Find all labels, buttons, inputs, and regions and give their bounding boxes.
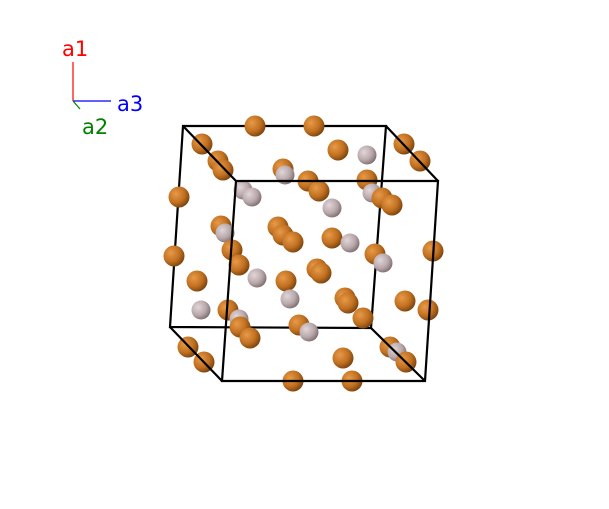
primary-atom[interactable]	[186, 270, 208, 292]
secondary-atom[interactable]	[247, 268, 267, 288]
unit-cell-front-edges	[169, 125, 440, 383]
primary-atom[interactable]	[163, 245, 185, 267]
a2-axis-line	[72, 100, 81, 110]
secondary-atom[interactable]	[280, 289, 300, 309]
primary-atom[interactable]	[244, 115, 266, 137]
secondary-atom[interactable]	[340, 233, 360, 253]
a1-label: a1	[62, 37, 88, 61]
primary-atom[interactable]	[352, 307, 374, 329]
secondary-atom[interactable]	[373, 253, 393, 273]
cell-edge	[182, 125, 237, 182]
primary-atom[interactable]	[321, 227, 343, 249]
secondary-atom[interactable]	[242, 187, 262, 207]
primary-atom[interactable]	[239, 327, 261, 349]
cell-edge	[169, 326, 223, 382]
primary-atom[interactable]	[282, 231, 304, 253]
axis-indicator: a1 a3 a2	[62, 37, 143, 139]
primary-atom[interactable]	[228, 254, 250, 276]
secondary-atom[interactable]	[215, 223, 235, 243]
primary-atom[interactable]	[381, 194, 403, 216]
primary-atom[interactable]	[337, 292, 359, 314]
primary-atom[interactable]	[310, 262, 332, 284]
a3-label: a3	[117, 92, 143, 116]
primary-atom[interactable]	[332, 347, 354, 369]
primary-atom[interactable]	[275, 270, 297, 292]
primary-atom[interactable]	[394, 290, 416, 312]
atoms	[163, 115, 444, 392]
primary-atom[interactable]	[303, 115, 325, 137]
secondary-atom[interactable]	[299, 322, 319, 342]
primary-atom[interactable]	[168, 186, 190, 208]
cell-edge	[370, 327, 426, 382]
a2-label: a2	[82, 115, 108, 139]
secondary-atom[interactable]	[322, 198, 342, 218]
secondary-atom[interactable]	[275, 165, 295, 185]
secondary-atom[interactable]	[191, 300, 211, 320]
primary-atom[interactable]	[212, 159, 234, 181]
secondary-atom[interactable]	[357, 145, 377, 165]
primary-atom[interactable]	[327, 139, 349, 161]
primary-atom[interactable]	[417, 299, 439, 321]
primary-atom[interactable]	[308, 180, 330, 202]
cell-edge	[385, 125, 439, 182]
